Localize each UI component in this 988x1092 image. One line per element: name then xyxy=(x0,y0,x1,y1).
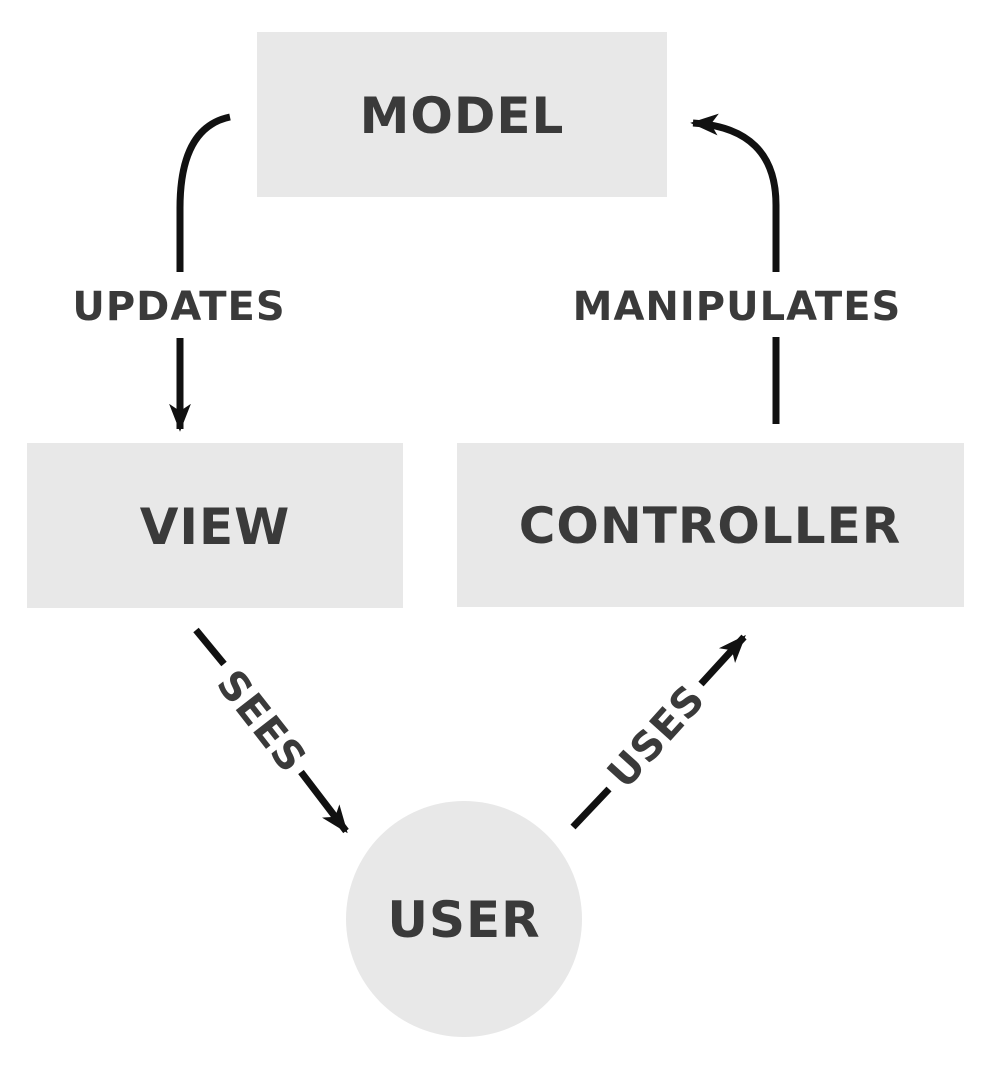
model-label: MODEL xyxy=(360,87,565,145)
uses-arrow-segment xyxy=(570,786,612,830)
manipulates-edge-label: MANIPULATES xyxy=(573,284,902,330)
view-node xyxy=(27,443,403,608)
sees-arrow-shaft xyxy=(298,769,349,834)
updates-arrow-curve xyxy=(176,113,231,272)
manipulates-arrow-curve xyxy=(690,113,780,272)
controller-label: CONTROLLER xyxy=(519,497,902,555)
user-label: USER xyxy=(387,891,540,949)
uses-edge-label: USES xyxy=(599,676,714,797)
view-label: VIEW xyxy=(140,498,291,556)
user-node xyxy=(346,801,582,1037)
sees-edge-label: SEES xyxy=(207,662,315,782)
controller-node xyxy=(457,443,964,607)
sees-arrow-segment xyxy=(193,627,227,667)
model-node xyxy=(257,32,667,197)
updates-edge-label: UPDATES xyxy=(72,284,285,330)
uses-arrow-shaft xyxy=(698,634,747,687)
